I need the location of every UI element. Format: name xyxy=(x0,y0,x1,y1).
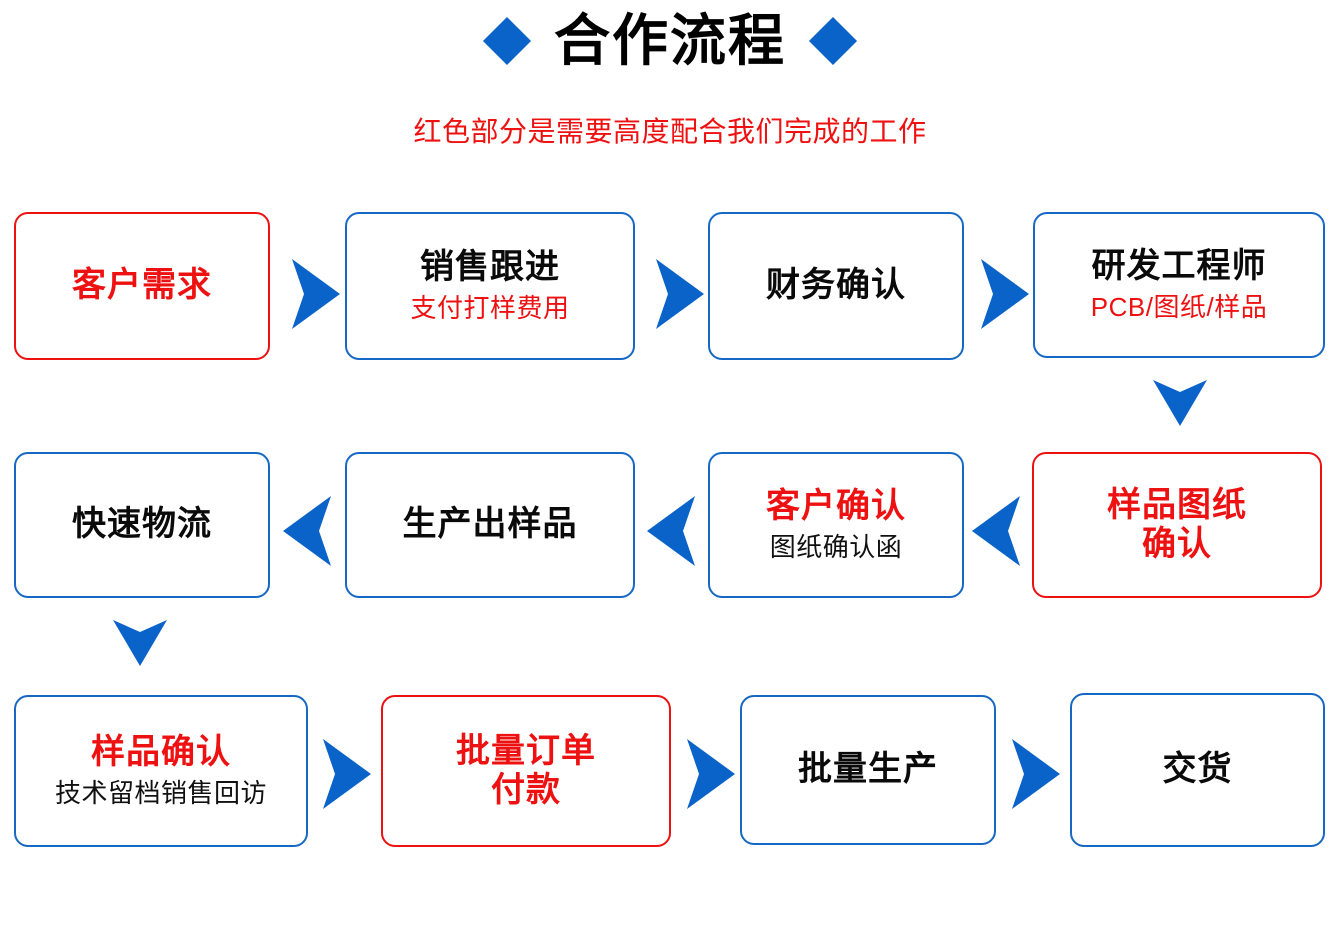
flow-box-subtitle: 技术留档销售回访 xyxy=(54,777,267,808)
arrow-down-left xyxy=(110,617,170,669)
arrow-right-row3-2 xyxy=(683,735,737,813)
flow-box-row3-2[interactable]: 批量订单 付款 xyxy=(381,695,671,847)
arrow-right-row3-3 xyxy=(1008,735,1062,813)
diamond-left-icon xyxy=(482,17,532,66)
flow-box-row3-1[interactable]: 样品确认 技术留档销售回访 xyxy=(14,695,308,847)
arrow-right-row3-1 xyxy=(319,735,373,813)
flow-box-title: 快速物流 xyxy=(72,505,212,544)
arrow-down-right xyxy=(1150,377,1210,429)
arrow-right-row1-2 xyxy=(652,255,706,333)
page-title: 合作流程 xyxy=(554,9,786,72)
flow-box-row3-3[interactable]: 批量生产 xyxy=(740,695,996,845)
flow-box-title: 样品图纸 确认 xyxy=(1107,485,1247,563)
arrow-right-row1-3 xyxy=(977,255,1031,333)
flow-box-row2-1[interactable]: 快速物流 xyxy=(14,452,270,598)
flow-box-title: 销售跟进 xyxy=(420,247,560,286)
flow-box-title: 客户需求 xyxy=(72,266,212,305)
flow-box-row1-4[interactable]: 研发工程师 PCB/图纸/样品 xyxy=(1033,212,1325,358)
flow-box-subtitle: 图纸确认函 xyxy=(769,531,903,562)
title-row: 合作流程 xyxy=(0,9,1340,72)
flow-box-row2-2[interactable]: 生产出样品 xyxy=(345,452,635,598)
flow-box-row2-4[interactable]: 样品图纸 确认 xyxy=(1032,452,1322,598)
flow-box-title: 客户确认 xyxy=(766,486,906,525)
flow-box-row1-1[interactable]: 客户需求 xyxy=(14,212,270,360)
flow-box-title: 样品确认 xyxy=(91,732,231,771)
arrow-left-row2-1 xyxy=(281,492,335,570)
flow-box-row3-4[interactable]: 交货 xyxy=(1070,693,1325,847)
page-header: 合作流程 红色部分是需要高度配合我们完成的工作 xyxy=(0,0,1340,175)
flow-box-title: 交货 xyxy=(1162,750,1233,789)
flow-box-subtitle: 支付打样费用 xyxy=(410,292,570,323)
flow-box-title: 研发工程师 xyxy=(1091,246,1267,285)
diamond-right-icon xyxy=(808,17,858,66)
flow-box-title: 批量生产 xyxy=(798,750,938,789)
page-subtitle: 红色部分是需要高度配合我们完成的工作 xyxy=(413,116,927,147)
flow-box-title: 生产出样品 xyxy=(402,505,578,544)
arrow-left-row2-2 xyxy=(645,492,699,570)
flow-box-title: 批量订单 付款 xyxy=(456,731,596,809)
flow-box-row1-3[interactable]: 财务确认 xyxy=(708,212,964,360)
flow-box-row1-2[interactable]: 销售跟进 支付打样费用 xyxy=(345,212,635,360)
flow-box-subtitle: PCB/图纸/样品 xyxy=(1090,291,1268,322)
flow-box-row2-3[interactable]: 客户确认 图纸确认函 xyxy=(708,452,964,598)
flow-box-title: 财务确认 xyxy=(766,266,906,305)
arrow-left-row2-3 xyxy=(970,492,1024,570)
arrow-right-row1-1 xyxy=(288,255,342,333)
